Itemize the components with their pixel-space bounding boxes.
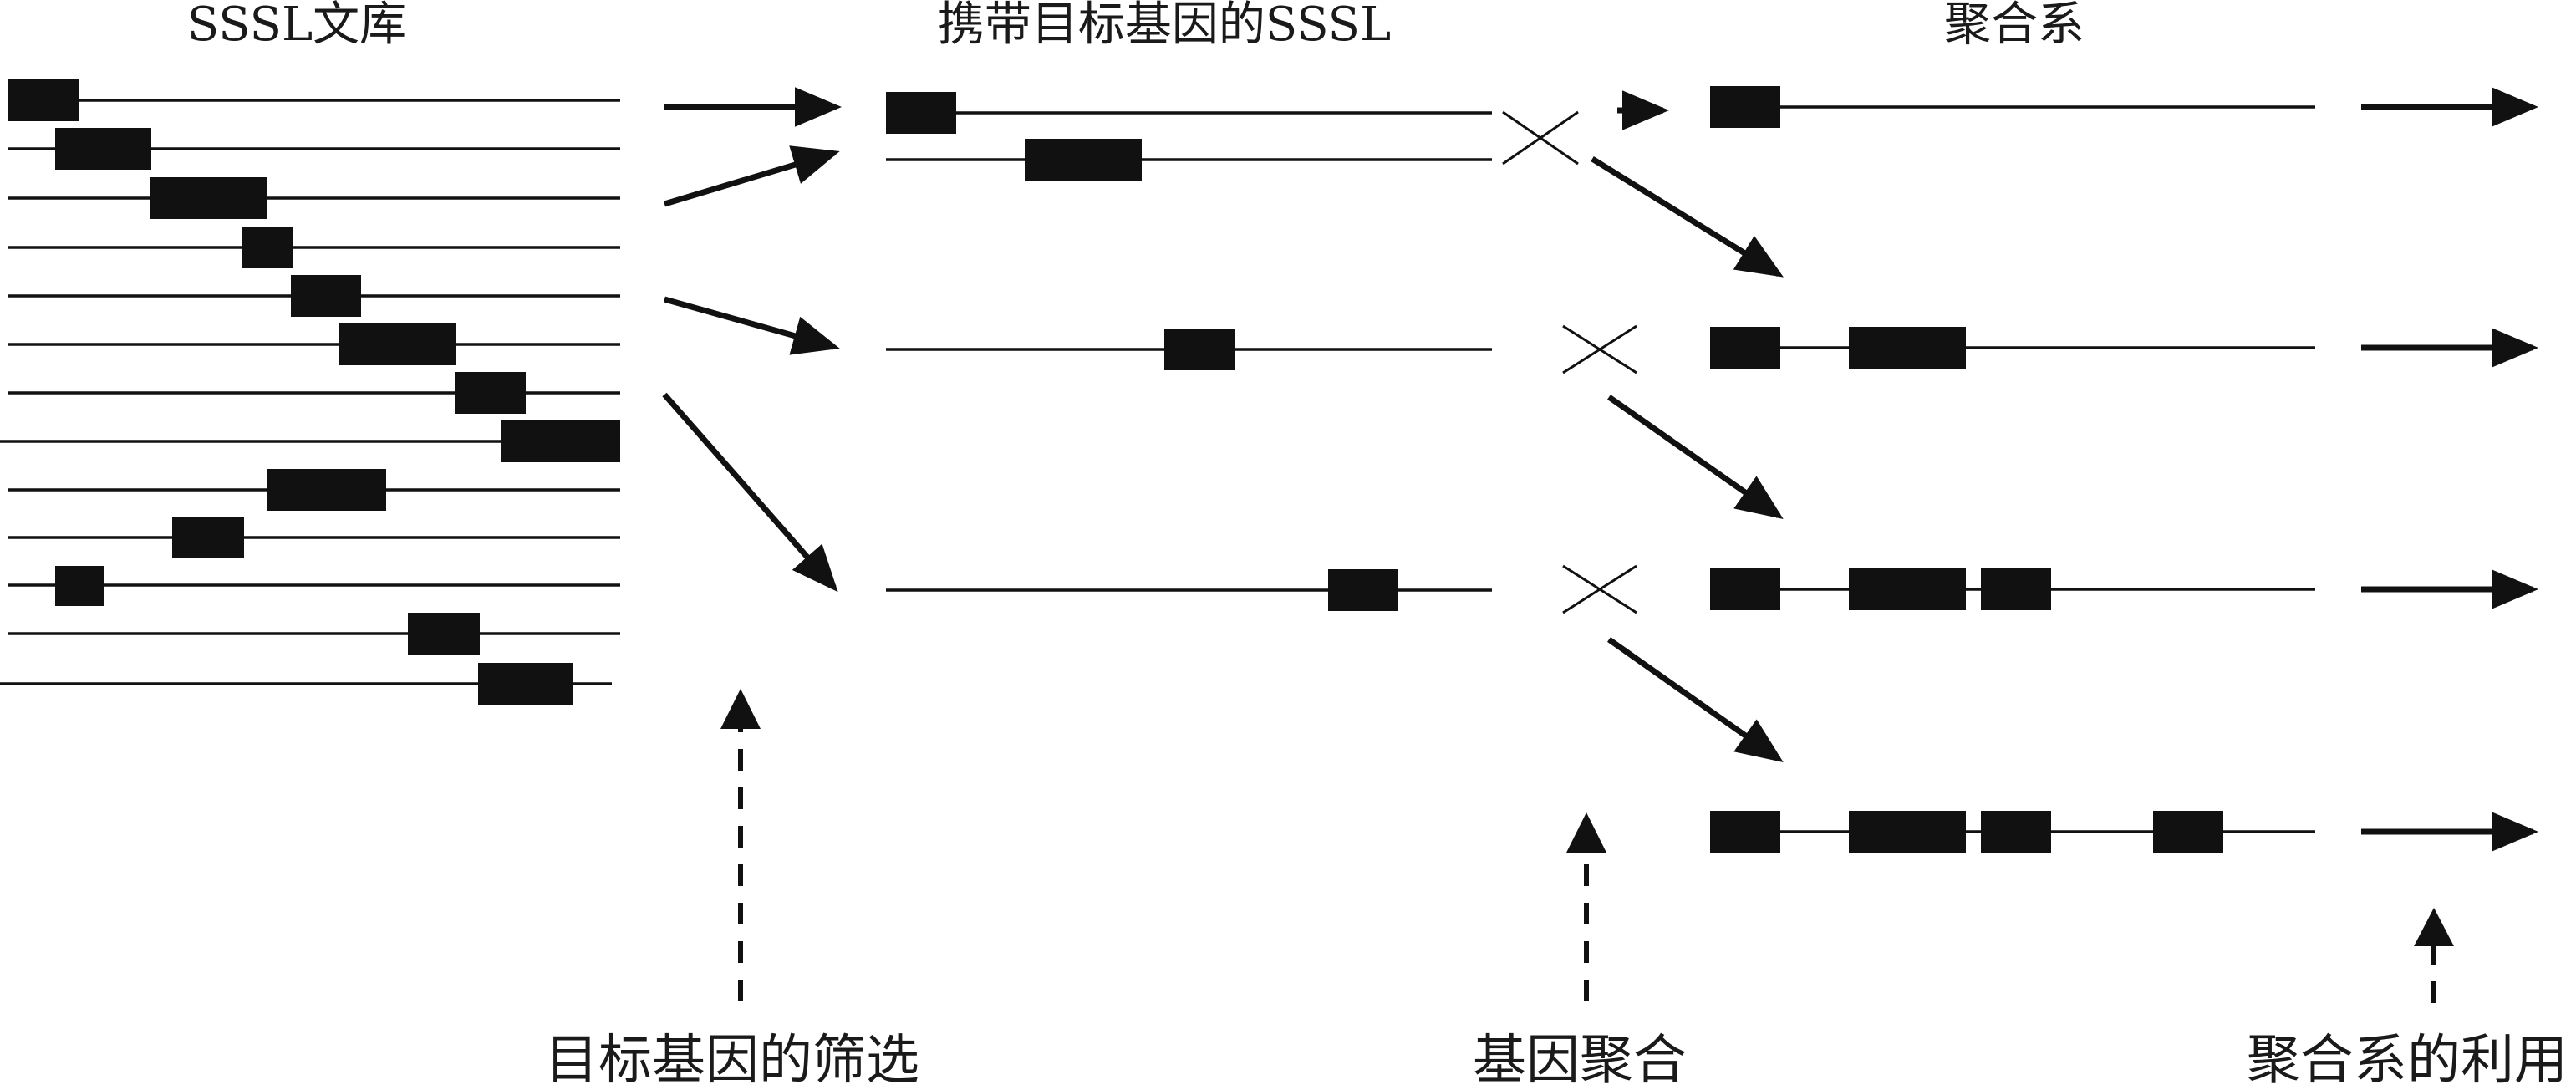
arrow-down-right	[662, 392, 838, 593]
carrying-line	[886, 329, 1492, 370]
header-carrying-target-gene: 携带目标基因的SSSL	[938, 0, 1391, 52]
library-line	[8, 566, 620, 606]
carrying-line	[886, 92, 1492, 134]
step-pointers	[720, 689, 2454, 1003]
library-line	[8, 323, 620, 365]
cross-symbols	[1502, 110, 1637, 614]
label-gene-pyramiding: 基因聚合	[1473, 1030, 1687, 1090]
arrow-up-right	[663, 145, 840, 207]
library-line	[8, 613, 620, 655]
label-pyramided-line-utilization: 聚合系的利用	[2247, 1030, 2568, 1090]
carrying-sssl	[886, 92, 1492, 611]
pyramided-line	[1710, 327, 2315, 369]
library-line	[8, 372, 620, 414]
selection-arrows	[662, 87, 842, 593]
cross-icon	[1502, 110, 1579, 166]
header-sssl-library: SSSL文库	[187, 0, 406, 52]
arrow-down-right	[664, 296, 840, 355]
pyramided-lines	[1710, 86, 2315, 853]
arrow-down-right	[1606, 395, 1784, 520]
carrying-line	[886, 569, 1492, 611]
utilization-arrows	[2361, 87, 2538, 852]
header-pyramided-lines: 聚合系	[1944, 0, 2085, 52]
arrow-up-icon	[1566, 812, 1606, 853]
cross-icon	[1562, 564, 1637, 614]
library-line	[0, 663, 612, 705]
arrow-down-right	[1606, 637, 1784, 763]
library-line	[8, 227, 620, 268]
arrow-up-icon	[2414, 908, 2454, 946]
pyramided-line	[1710, 568, 2315, 610]
pyramided-line	[1710, 86, 2315, 128]
library-line	[0, 420, 620, 462]
cross-icon	[1562, 324, 1637, 374]
pyramided-line	[1710, 811, 2315, 853]
label-target-gene-screening: 目标基因的筛选	[545, 1030, 919, 1090]
library-line	[8, 177, 620, 219]
library-line	[8, 275, 620, 317]
carrying-line	[886, 139, 1492, 181]
library-line	[8, 517, 620, 558]
arrow-up-icon	[720, 689, 761, 729]
library-line	[8, 79, 620, 121]
arrow-down-right	[1591, 156, 1784, 278]
pyramiding-arrows	[1591, 90, 1784, 763]
sssl-library	[0, 79, 620, 705]
library-line	[8, 128, 620, 170]
library-line	[8, 469, 620, 511]
